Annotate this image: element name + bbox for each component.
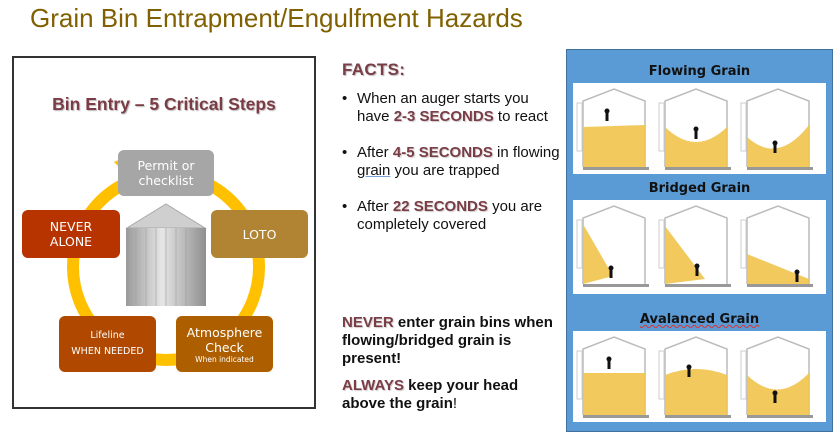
step-note: When indicated: [195, 354, 254, 364]
fact-item: After 22 SECONDS you are completely cove…: [342, 198, 562, 234]
bridged-grain-illustrations: [573, 200, 826, 294]
person-icon: [693, 126, 699, 132]
flowing-grain-illustrations: [573, 83, 826, 174]
fact-highlight: 2-3 SECONDS: [393, 108, 494, 125]
fact-text: in flowing: [492, 144, 560, 161]
facts-heading: FACTS:: [342, 60, 406, 79]
grain-bin-illustration: [740, 88, 813, 170]
grain-bin-illustration: [576, 88, 649, 170]
warning-highlight: NEVER: [342, 314, 394, 331]
grain-bin-illustration: [658, 336, 731, 418]
grain-bin-illustration: [576, 336, 649, 418]
grain-bin-illustration: [576, 205, 649, 287]
person-icon: [606, 356, 612, 362]
grain-bin-illustration: [740, 336, 813, 418]
grain-bin-illustration: [658, 205, 731, 287]
warning-text: keep your head above the grain: [342, 377, 519, 412]
warning-always: ALWAYS keep your head above the grain!: [342, 377, 557, 413]
fact-text: After: [357, 198, 393, 215]
step-loto: LOTO: [211, 210, 308, 258]
step-label: Permit or: [137, 158, 195, 173]
bridged-grain-title: Bridged Grain: [648, 181, 751, 196]
step-label: NEVER: [49, 219, 93, 234]
hazards-panel: Flowing Grain Bridged Grain: [566, 49, 833, 432]
step-label: WHEN NEEDED: [71, 346, 144, 357]
step-label: Check: [205, 339, 244, 355]
section-title-text: Avalanced Grain: [639, 312, 760, 327]
step-permit-or-checklist: Permit or checklist: [118, 150, 214, 196]
diagram-title: Bin Entry – 5 Critical Steps: [52, 94, 276, 114]
avalanced-grain-illustrations: [573, 331, 826, 422]
warning-text: enter grain bins when flowing/bridged gr…: [342, 314, 553, 367]
step-never-alone: NEVER ALONE: [22, 210, 120, 258]
fact-text: When an auger starts you have: [357, 90, 529, 125]
step-label: ALONE: [49, 234, 93, 249]
person-icon: [604, 108, 610, 114]
person-icon: [772, 140, 778, 146]
bin-entry-diagram: Bin Entry – 5 Critical Steps Permit or c…: [12, 56, 316, 409]
flowing-grain-title: Flowing Grain: [648, 64, 751, 79]
fact-text: to react: [493, 108, 548, 125]
step-label: Lifeline: [90, 329, 125, 341]
grain-bin-illustration: [740, 205, 813, 287]
grain-bin-illustration: [658, 88, 731, 170]
step-label: checklist: [138, 173, 194, 188]
person-icon: [694, 263, 700, 269]
avalanced-grain-title: Avalanced Grain: [567, 312, 832, 327]
fact-highlight: 4-5 SECONDS: [392, 144, 493, 161]
fact-text: you are completely covered: [357, 198, 543, 233]
slide-title: Grain Bin Entrapment/Engulfment Hazards: [30, 3, 523, 33]
person-icon: [608, 265, 614, 271]
fact-item: When an auger starts you have 2-3 SECOND…: [342, 90, 562, 126]
person-icon: [686, 364, 692, 370]
facts-list: When an auger starts you have 2-3 SECOND…: [342, 90, 562, 234]
step-label: LOTO: [242, 226, 277, 242]
step-label: Atmosphere: [186, 324, 263, 340]
grain-silo-image: [125, 203, 207, 306]
person-icon: [794, 269, 800, 275]
step-lifeline: Lifeline WHEN NEEDED: [59, 316, 156, 372]
fact-text: After: [357, 144, 393, 161]
warning-never: NEVER enter grain bins when flowing/brid…: [342, 314, 557, 368]
warning-text: !: [452, 395, 458, 412]
fact-highlight: 22 SECONDS: [392, 198, 488, 215]
fact-text: grain: [357, 162, 391, 179]
fact-text: you are trapped: [390, 162, 500, 179]
person-icon: [772, 390, 778, 396]
fact-item: After 4-5 SECONDS in flowing grain you a…: [342, 144, 562, 180]
facts-section: FACTS: When an auger starts you have 2-3…: [342, 60, 562, 252]
warning-highlight: ALWAYS: [342, 377, 404, 394]
step-atmosphere-check: Atmosphere Check When indicated: [176, 316, 273, 372]
